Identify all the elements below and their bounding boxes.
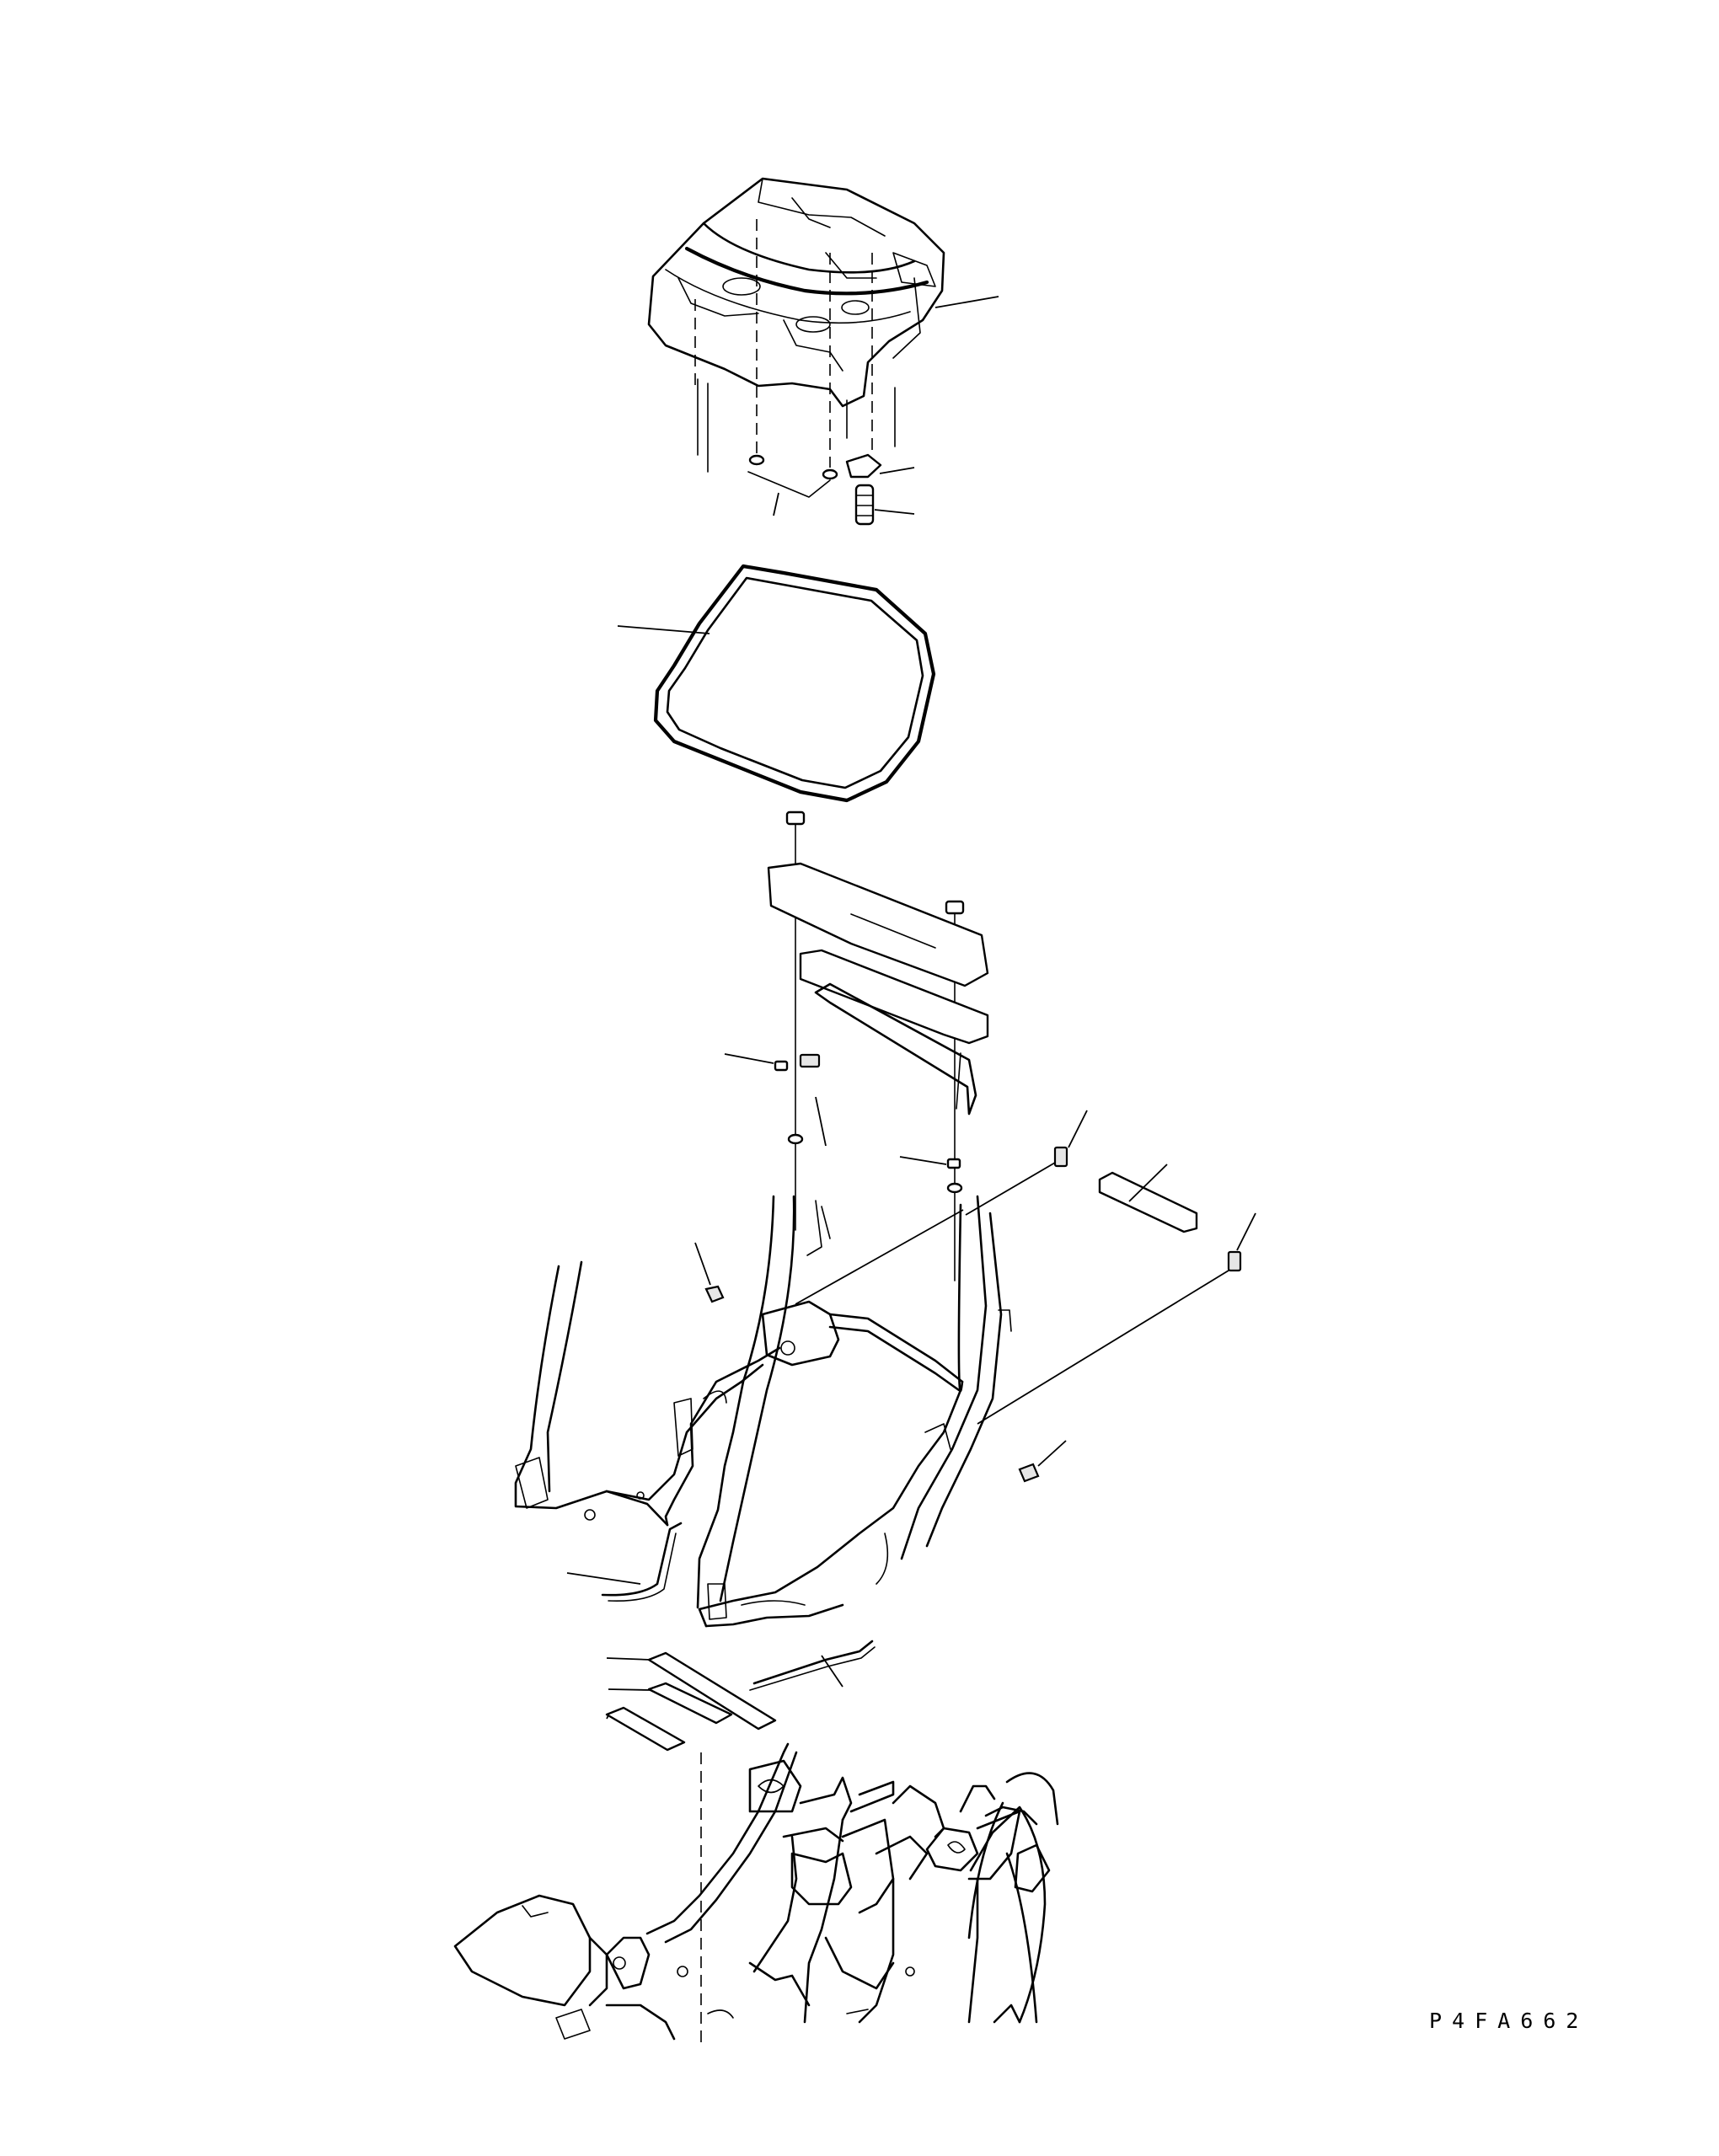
drawing-code: P4FA662 xyxy=(1429,2009,1589,2033)
side-pads xyxy=(695,1110,1256,1481)
lower-seals-and-brackets xyxy=(567,1523,875,1750)
cab-frame xyxy=(516,1196,1011,1626)
panel-plate-stack xyxy=(725,812,988,1281)
floor-chassis xyxy=(455,1744,1058,2047)
top-cover-assembly xyxy=(649,179,999,524)
glass-window-assembly xyxy=(618,566,934,800)
rear-guard xyxy=(971,1807,1045,2022)
